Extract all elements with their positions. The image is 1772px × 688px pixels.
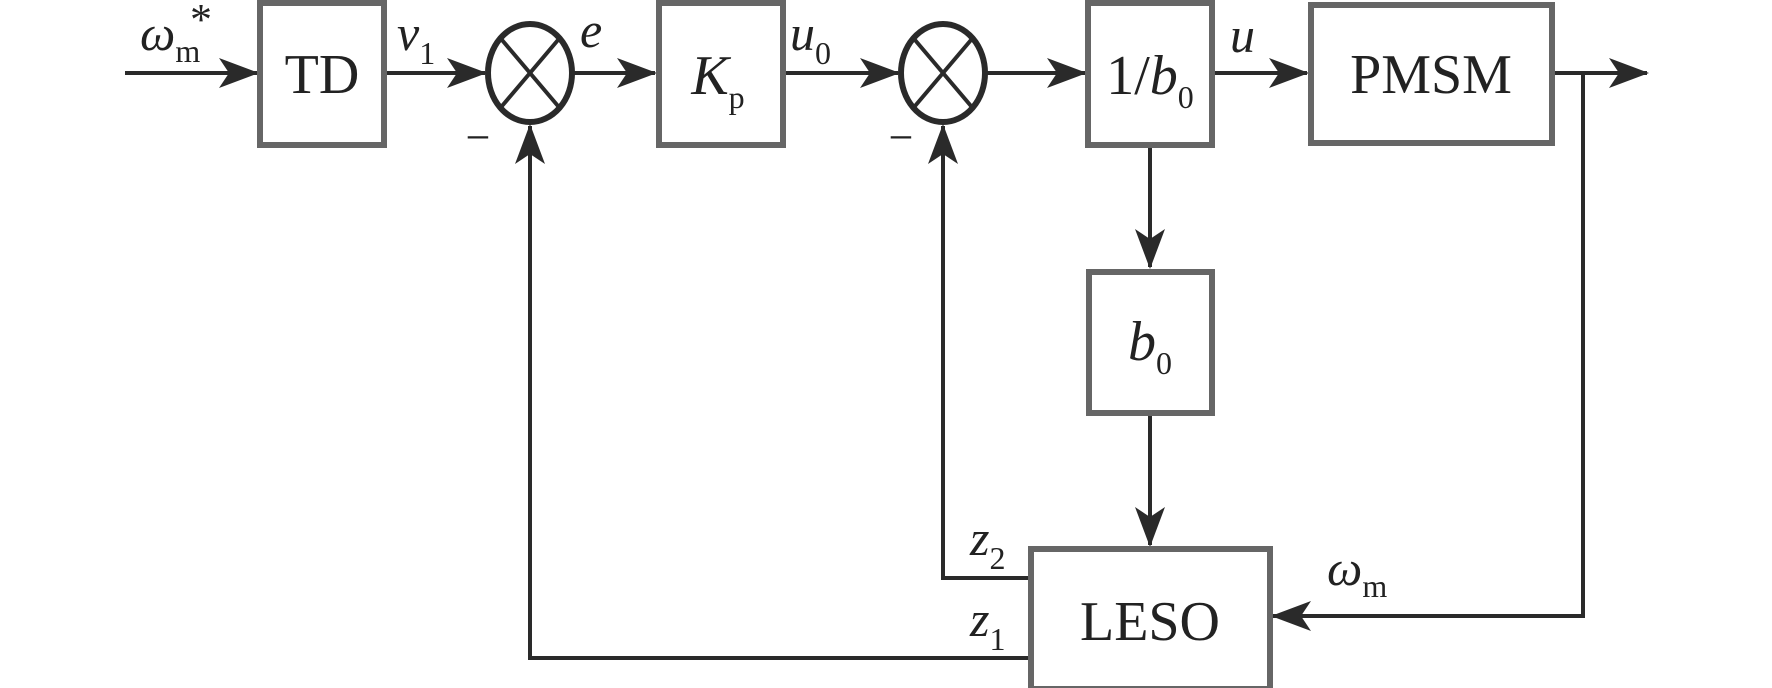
v1-label: v1 [397, 5, 435, 71]
inverse-b0-block-label: 1/b0 [1106, 45, 1194, 115]
td-block-label: TD [285, 44, 360, 106]
td-block: TD [257, 0, 387, 148]
kp-block-label: Kp [690, 45, 744, 115]
leso-block: LESO [1028, 546, 1273, 688]
error-e-label: e [580, 2, 602, 58]
kp-block: Kp [656, 0, 786, 148]
summing-junction-1: − [466, 21, 575, 162]
b0-block: b0 [1086, 269, 1215, 416]
pmsm-block: PMSM [1308, 2, 1555, 146]
u0-label: u0 [790, 5, 831, 71]
control-u-label: u [1230, 7, 1255, 63]
omega-m-feedback-label: ωm [1327, 540, 1387, 604]
reference-speed-star: * [190, 0, 212, 44]
reference-speed-label: ωm [140, 5, 200, 69]
z1-label: z1 [969, 591, 1005, 657]
z2-label: z2 [969, 510, 1005, 576]
wire-z2-to-sum2 [928, 124, 1030, 580]
b0-block-label: b0 [1128, 311, 1172, 381]
inverse-b0-block: 1/b0 [1085, 0, 1215, 148]
wire-z1-to-sum1 [515, 124, 1030, 660]
pmsm-block-label: PMSM [1350, 44, 1512, 106]
summing-junction-2: − [889, 21, 988, 162]
sum1-minus-sign: − [466, 113, 491, 162]
leso-block-label: LESO [1080, 591, 1220, 653]
sum2-minus-sign: − [889, 113, 914, 162]
wire-omega-feedback-to-leso [1271, 73, 1585, 631]
